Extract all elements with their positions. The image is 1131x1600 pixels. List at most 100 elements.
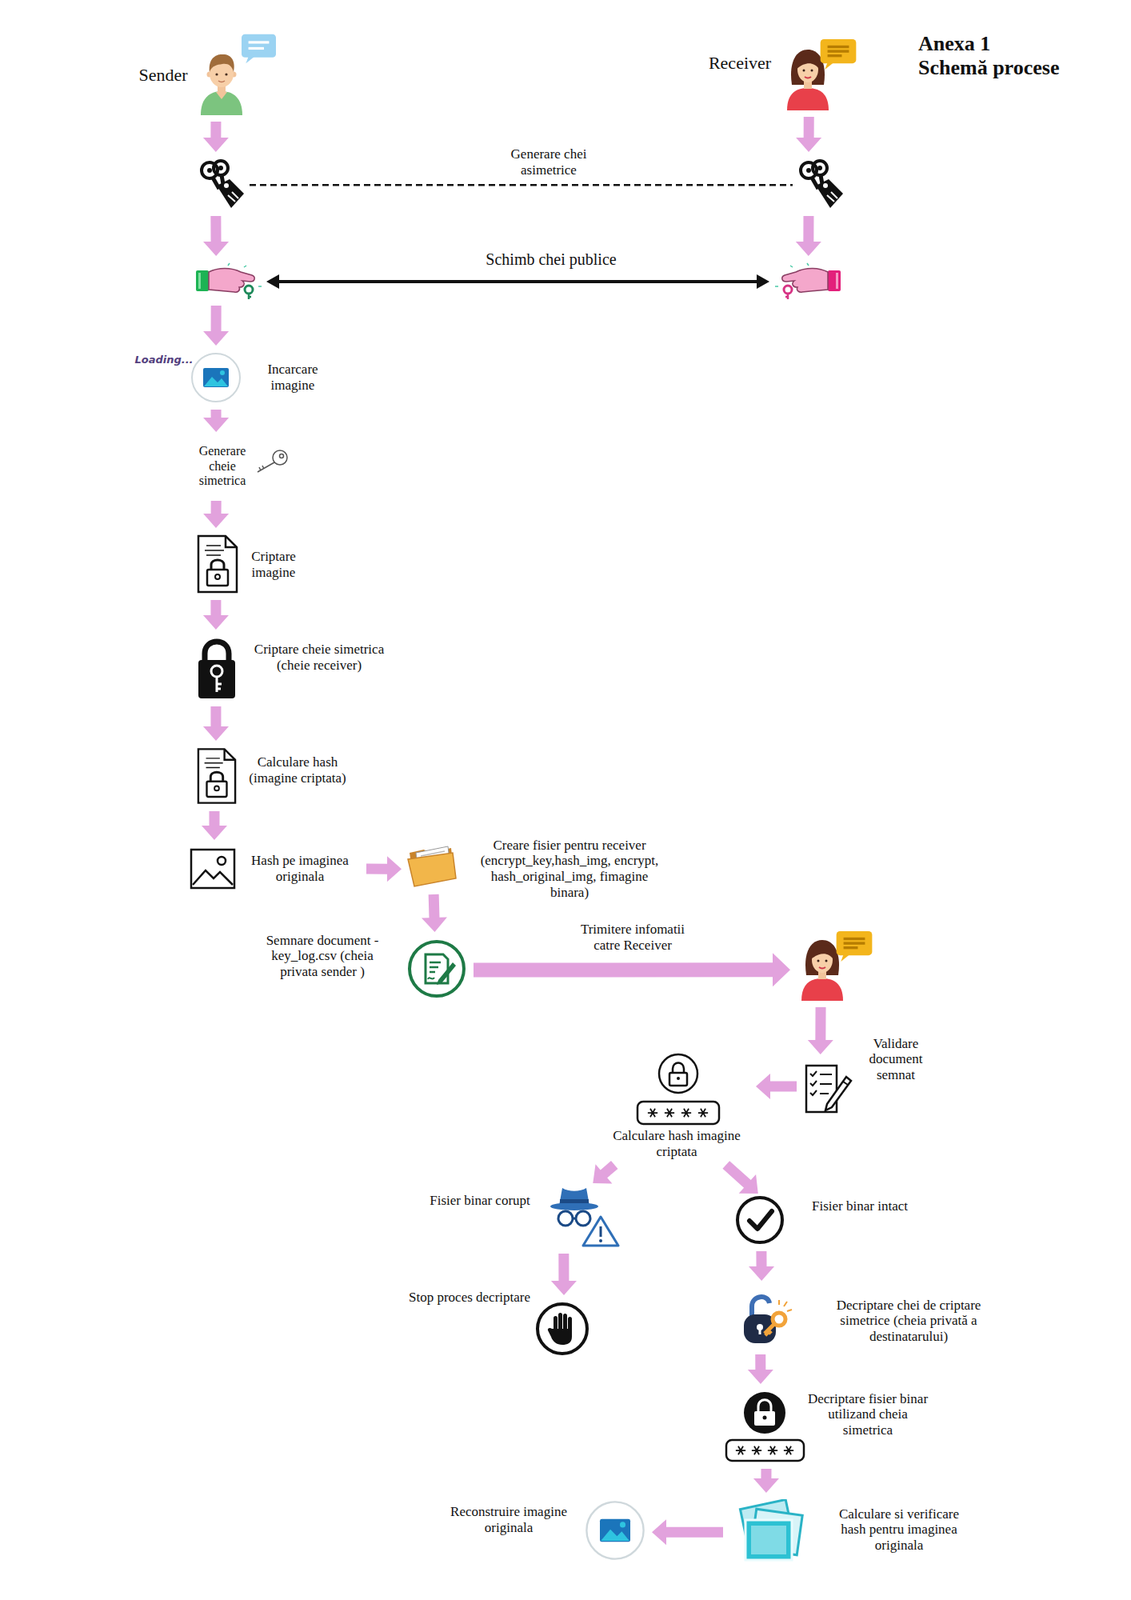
image-symbol bbox=[586, 1501, 644, 1559]
key-pair-symbol bbox=[800, 160, 844, 208]
locked-document-symbol bbox=[198, 748, 236, 803]
flow-arrow bbox=[203, 500, 229, 528]
decrypt-lock-symbol bbox=[726, 1391, 804, 1461]
sender-node: Sender bbox=[195, 47, 248, 116]
flow-arrow bbox=[203, 305, 229, 346]
state-node: Fisier binar intact bbox=[735, 1194, 785, 1245]
process-step: Hash pe imaginea originala bbox=[189, 846, 362, 892]
step-label: Calculare si verificare hash pentru imag… bbox=[833, 1506, 966, 1554]
key-pair-symbol bbox=[201, 160, 244, 208]
folder-symbol bbox=[407, 846, 456, 887]
send-arrow bbox=[473, 952, 791, 987]
sender-figure bbox=[200, 54, 243, 116]
key-exchange-node bbox=[772, 262, 842, 300]
process-step: Calculare si verificare hash pentru imag… bbox=[729, 1498, 812, 1567]
step-label: Hash pe imaginea originala bbox=[239, 852, 360, 884]
step-label: Sender bbox=[138, 64, 188, 85]
double-arrow bbox=[266, 274, 770, 289]
connector-label: Schimb chei publice bbox=[485, 250, 616, 269]
step-label: Calculare hash imagine criptata bbox=[604, 1127, 749, 1159]
speech-bubble bbox=[241, 34, 276, 64]
check-symbol bbox=[737, 1197, 783, 1243]
process-step: Calculare hash (imagine criptata) bbox=[196, 747, 237, 805]
image-symbol bbox=[191, 353, 240, 402]
step-label: Incarcare imagine bbox=[256, 361, 329, 393]
process-step: Reconstruire imagine originala bbox=[584, 1499, 646, 1561]
flow-arrow bbox=[747, 1354, 774, 1384]
handshake-symbol bbox=[195, 263, 262, 300]
flow-arrow bbox=[203, 215, 229, 256]
step-label: Semnare document - key_log.csv (cheia pr… bbox=[258, 932, 387, 980]
step-label: Receiver bbox=[708, 52, 772, 73]
process-step: Incarcare imagine bbox=[190, 351, 242, 404]
step-label: Criptare imagine bbox=[241, 548, 306, 580]
step-label: Fisier binar corupt bbox=[429, 1192, 531, 1209]
signed-document-symbol bbox=[806, 1065, 852, 1112]
speech-bubble bbox=[820, 39, 857, 70]
flow-arrow bbox=[748, 1250, 775, 1281]
process-step: Criptare imagine bbox=[196, 534, 239, 594]
receiver-node bbox=[796, 933, 848, 1001]
hash-lock-symbol bbox=[637, 1054, 720, 1124]
process-step: Creare fisier pentru receiver (encrypt_k… bbox=[406, 841, 458, 888]
flow-arrow bbox=[795, 215, 822, 256]
padlock-key-symbol bbox=[198, 641, 236, 699]
flow-arrow bbox=[755, 1073, 797, 1100]
flow-arrow bbox=[366, 855, 402, 882]
photos-symbol bbox=[739, 1499, 803, 1560]
handshake-symbol bbox=[775, 263, 841, 300]
connector-label: Trimitere infomatii catre Receiver bbox=[572, 921, 693, 953]
process-step: Semnare document - key_log.csv (cheia pr… bbox=[406, 938, 468, 1000]
receiver-node: Receiver bbox=[782, 43, 834, 111]
step-label: Validare document semnat bbox=[859, 1035, 932, 1084]
stop-hand-symbol bbox=[537, 1303, 588, 1354]
flow-arrow bbox=[753, 1468, 780, 1493]
picture-symbol bbox=[191, 849, 235, 888]
step-label: Fisier binar intact bbox=[811, 1198, 908, 1215]
flow-arrow bbox=[421, 894, 448, 932]
dashed-link bbox=[249, 183, 793, 187]
flow-arrow bbox=[203, 599, 229, 630]
key-pair-node bbox=[197, 158, 246, 210]
process-step: Criptare cheie simetrica (cheie receiver… bbox=[195, 635, 239, 700]
step-label: Decriptare chei de criptare simetrice (c… bbox=[827, 1297, 992, 1345]
process-step: Decriptare fisier binar utilizand cheia … bbox=[724, 1390, 805, 1463]
flow-arrow bbox=[722, 1160, 758, 1194]
step-label: Reconstruire imagine originala bbox=[440, 1503, 577, 1535]
speech-bubble bbox=[836, 931, 873, 962]
flow-arrow bbox=[551, 1253, 577, 1295]
state-node: Fisier binar corupt bbox=[547, 1184, 620, 1247]
process-step: Generare cheie simetrica bbox=[190, 438, 290, 495]
flow-arrow bbox=[795, 116, 822, 152]
step-label: Decriptare fisier binar utilizand cheia … bbox=[804, 1390, 932, 1439]
flow-arrow bbox=[203, 121, 229, 152]
flow-arrow bbox=[203, 409, 229, 432]
diagram-title: Anexa 1 Schemă procese bbox=[918, 31, 1063, 80]
flow-arrow bbox=[201, 811, 228, 840]
flow-arrow bbox=[203, 706, 229, 741]
flow-arrow bbox=[592, 1160, 618, 1183]
process-step: Stop proces decriptare bbox=[535, 1301, 590, 1356]
key-symbol bbox=[257, 450, 288, 472]
spy-warning-symbol bbox=[550, 1187, 619, 1246]
process-step: Decriptare chei de criptare simetrice (c… bbox=[734, 1286, 796, 1348]
connector-label: Generare chei asimetrice bbox=[500, 146, 597, 178]
key-pair-node bbox=[796, 158, 845, 210]
process-step: Calculare hash imagine criptata bbox=[601, 1049, 750, 1163]
flow-arrow bbox=[651, 1518, 724, 1545]
step-label: Creare fisier pentru receiver (encrypt_k… bbox=[473, 837, 666, 900]
flow-arrow bbox=[807, 1007, 834, 1055]
step-label: Criptare cheie simetrica (cheie receiver… bbox=[245, 641, 394, 673]
icon-caption: Loading... bbox=[134, 354, 193, 367]
step-label: Calculare hash (imagine criptata) bbox=[241, 754, 354, 786]
signature-symbol bbox=[409, 941, 464, 996]
process-step: Validare document semnat bbox=[803, 1060, 853, 1116]
locked-document-symbol bbox=[198, 535, 237, 592]
unlock-key-symbol bbox=[743, 1296, 792, 1343]
step-label: Stop proces decriptare bbox=[408, 1289, 531, 1306]
